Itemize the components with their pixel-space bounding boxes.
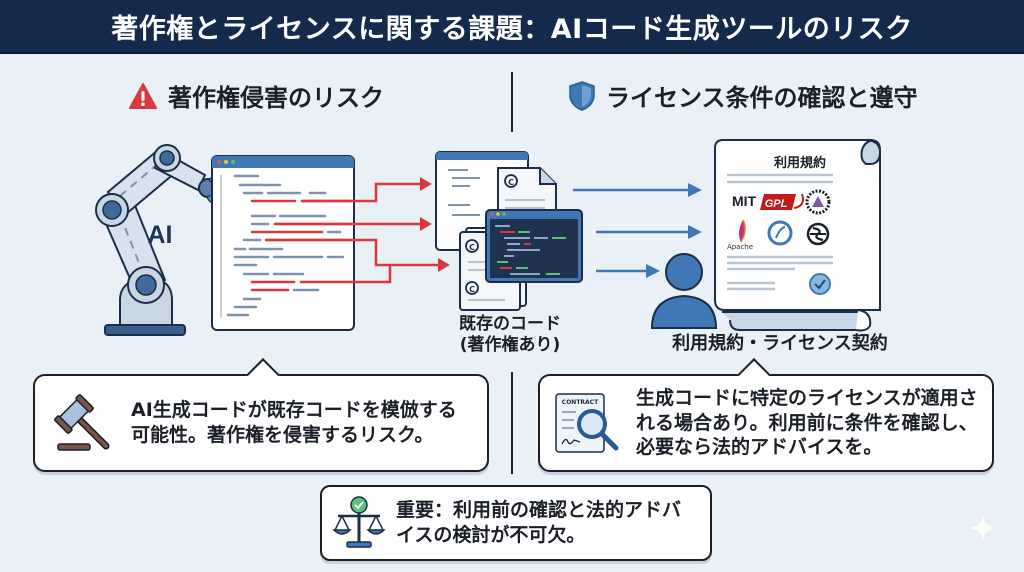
verified-badge-icon — [809, 273, 831, 295]
copyright-risk-text: AI生成コードが既存コードを模倣する可能性。著作権を侵害するリスク。 — [131, 399, 457, 446]
gavel-icon — [35, 388, 131, 458]
license-compliance-text: 生成コードに特定のライセンスが適用される場合あり。利用前に条件を確認し、必要なら… — [636, 386, 978, 459]
sparkle-icon — [970, 515, 996, 541]
gpl-logo: GPL — [760, 193, 804, 210]
svg-text:Apache: Apache — [727, 243, 753, 251]
important-note-text: 重要：利用前の確認と法的アドバイスの検討が不可欠。 — [396, 499, 682, 546]
svg-text:GPL: GPL — [765, 198, 788, 210]
creative-badge-logo — [805, 189, 831, 215]
svg-text:C: C — [469, 285, 475, 294]
section-divider-bottom — [511, 372, 513, 474]
person-icon — [650, 253, 718, 329]
existing-code-caption-line1: 既存のコード — [459, 314, 561, 334]
svg-text:CONTRACT: CONTRACT — [562, 399, 599, 406]
right-section-heading: ライセンス条件の確認と遵守 — [568, 78, 918, 113]
existing-code-stack: C C C — [435, 151, 583, 311]
terms-document: 利用規約 MIT GPL Apache — [714, 139, 882, 332]
license-arrows — [573, 188, 690, 273]
contract-magnifier-icon: CONTRACT — [540, 388, 636, 458]
arrowheads-red — [420, 177, 450, 272]
document-title: 利用規約 — [774, 155, 826, 171]
scales-check-icon — [322, 494, 396, 552]
copy-arrows — [265, 182, 440, 284]
robot-ai-label: AI — [148, 221, 173, 249]
no-commercial-logo — [806, 222, 830, 246]
apache-logo: Apache — [727, 219, 753, 251]
important-note-callout: 重要：利用前の確認と法的アドバイスの検討が不可欠。 — [320, 485, 712, 561]
copyright-risk-callout: AI生成コードが既存コードを模倣する可能性。著作権を侵害するリスク。 — [33, 358, 489, 472]
title-bar: 著作権とライセンスに関する課題：AIコード生成ツールのリスク — [0, 0, 1024, 54]
feather-seal-logo — [767, 220, 793, 246]
mit-logo: MIT — [732, 193, 757, 209]
section-divider-top — [511, 72, 513, 132]
license-caption: 利用規約・ライセンス契約 — [672, 333, 888, 354]
existing-code-caption-line2: (著作権あり) — [459, 335, 561, 356]
right-heading-text: ライセンス条件の確認と遵守 — [606, 84, 918, 112]
svg-text:C: C — [508, 178, 514, 187]
shield-icon — [569, 80, 595, 111]
warning-triangle-icon — [129, 82, 157, 109]
arrowheads-blue — [646, 183, 702, 278]
left-heading-text: 著作権侵害のリスク — [168, 84, 384, 112]
existing-code-caption: 既存のコード (著作権あり) — [430, 314, 590, 357]
generated-code-window — [211, 155, 355, 331]
svg-text:C: C — [469, 243, 475, 252]
left-section-heading: 著作権侵害のリスク — [128, 78, 384, 113]
license-compliance-callout: CONTRACT 生成コードに特定のライセンスが適用される場合あり。利用前に条件… — [538, 358, 994, 472]
page-title: 著作権とライセンスに関する課題：AIコード生成ツールのリスク — [111, 13, 913, 45]
